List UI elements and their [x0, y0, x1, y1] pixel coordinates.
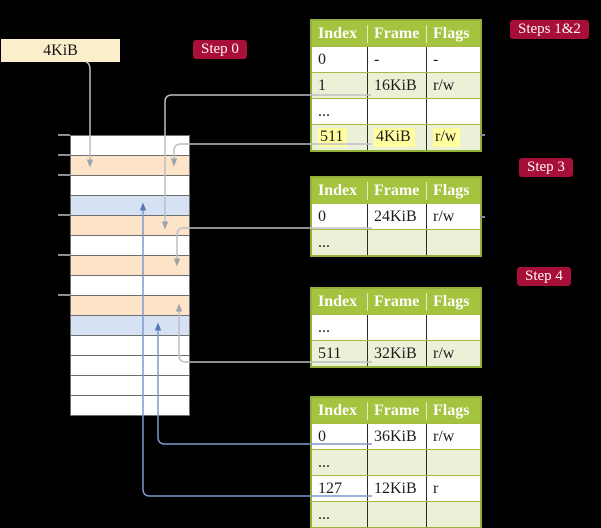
cell-flags: r — [426, 476, 480, 501]
cell-frame: 36KiB — [367, 424, 426, 449]
table-header-row: Index Frame Flags — [312, 398, 480, 423]
col-header-frame: Frame — [367, 292, 426, 311]
cell-flags: r/w — [426, 424, 480, 449]
page-table-leaf: Index Frame Flags 0 36KiB r/w ... 127 12… — [310, 396, 482, 528]
memory-address-label: 4KiB — [1, 39, 120, 62]
table-row: 127 12KiB r — [312, 475, 480, 501]
badge-step-0: Step 0 — [193, 40, 247, 59]
highlighted-value: 511 — [318, 128, 348, 147]
memory-frame-28KiB — [71, 276, 189, 296]
cell-frame — [367, 99, 426, 124]
table-header-row: Index Frame Flags — [312, 289, 480, 314]
cell-frame — [367, 315, 426, 340]
memory-tick — [58, 294, 70, 296]
badge-step-3: Step 3 — [519, 158, 573, 177]
table-header-row: Index Frame Flags — [312, 21, 480, 46]
row-marker-dash — [480, 134, 485, 136]
col-header-frame: Frame — [367, 401, 426, 420]
cell-index: ... — [318, 102, 330, 120]
table-row: ... — [312, 229, 480, 255]
memory-frame-32KiB — [71, 296, 189, 316]
cell-frame — [367, 502, 426, 527]
col-header-index: Index — [318, 181, 358, 199]
memory-frame-20KiB — [71, 236, 189, 256]
memory-frame-36KiB — [71, 316, 189, 336]
memory-frame-48KiB — [71, 376, 189, 396]
cell-flags — [426, 230, 480, 255]
cell-index: 511 — [318, 344, 342, 362]
table-row: ... — [312, 314, 480, 340]
col-header-index: Index — [318, 401, 358, 419]
table-row: ... — [312, 501, 480, 527]
table-row: 0 24KiB r/w — [312, 203, 480, 229]
cell-flags — [426, 450, 480, 475]
memory-tick — [58, 154, 70, 156]
cell-flags: r/w — [426, 125, 480, 150]
physical-memory-column — [70, 135, 190, 416]
badge-steps-1-2: Steps 1&2 — [510, 20, 589, 39]
table-row: ... — [312, 98, 480, 124]
memory-frame-16KiB — [71, 216, 189, 236]
table-row: 511 32KiB r/w — [312, 340, 480, 366]
cell-frame: - — [367, 47, 426, 72]
cell-frame: 24KiB — [367, 204, 426, 229]
memory-tick — [58, 134, 70, 136]
cell-flags: - — [426, 47, 480, 72]
cell-index: ... — [318, 453, 330, 471]
memory-frame-44KiB — [71, 356, 189, 376]
cell-index: 0 — [318, 207, 326, 225]
row-marker-dash — [480, 216, 485, 218]
memory-frame-52KiB — [71, 396, 189, 415]
col-header-index: Index — [318, 24, 358, 42]
col-header-flags: Flags — [426, 401, 480, 420]
cell-index: 511 — [312, 125, 367, 150]
cell-frame — [367, 230, 426, 255]
cell-flags — [426, 502, 480, 527]
memory-tick — [58, 254, 70, 256]
col-header-flags: Flags — [426, 292, 480, 311]
memory-frame-40KiB — [71, 336, 189, 356]
memory-frame-4KiB — [71, 156, 189, 176]
table-row: 0 - - — [312, 46, 480, 72]
cell-index: 127 — [318, 479, 342, 497]
memory-frame-8KiB — [71, 176, 189, 196]
cell-index: 0 — [318, 427, 326, 445]
cell-flags: r/w — [426, 341, 480, 366]
page-table-root: Index Frame Flags 0 - - 1 16KiB r/w ... … — [310, 19, 482, 152]
cell-index: ... — [318, 233, 330, 251]
page-table-level2: Index Frame Flags 0 24KiB r/w ... — [310, 176, 482, 257]
badge-step-4: Step 4 — [517, 267, 571, 286]
col-header-frame: Frame — [367, 181, 426, 200]
table-row: 1 16KiB r/w — [312, 72, 480, 98]
cell-index: ... — [318, 318, 330, 336]
memory-tick — [58, 214, 70, 216]
cell-frame: 16KiB — [367, 73, 426, 98]
cell-frame: 4KiB — [367, 125, 426, 150]
col-header-frame: Frame — [367, 24, 426, 43]
highlighted-value: r/w — [433, 128, 461, 147]
table-row: ... — [312, 449, 480, 475]
cell-flags: r/w — [426, 73, 480, 98]
highlighted-value: 4KiB — [374, 128, 415, 147]
col-header-flags: Flags — [426, 181, 480, 200]
cell-index: 0 — [318, 50, 326, 68]
page-table-level3: Index Frame Flags ... 511 32KiB r/w — [310, 287, 482, 368]
col-header-index: Index — [318, 292, 358, 310]
cell-frame: 32KiB — [367, 341, 426, 366]
cell-index: ... — [318, 505, 330, 523]
cell-frame: 12KiB — [367, 476, 426, 501]
memory-frame-0KiB — [71, 136, 189, 156]
table-header-row: Index Frame Flags — [312, 178, 480, 203]
memory-frame-24KiB — [71, 256, 189, 276]
table-row-highlighted: 511 4KiB r/w — [312, 124, 480, 150]
cell-frame — [367, 450, 426, 475]
cell-flags — [426, 99, 480, 124]
memory-tick — [58, 174, 70, 176]
memory-frame-12KiB — [71, 196, 189, 216]
cell-index: 1 — [318, 76, 326, 94]
cell-flags: r/w — [426, 204, 480, 229]
table-row: 0 36KiB r/w — [312, 423, 480, 449]
cell-flags — [426, 315, 480, 340]
col-header-flags: Flags — [426, 24, 480, 43]
